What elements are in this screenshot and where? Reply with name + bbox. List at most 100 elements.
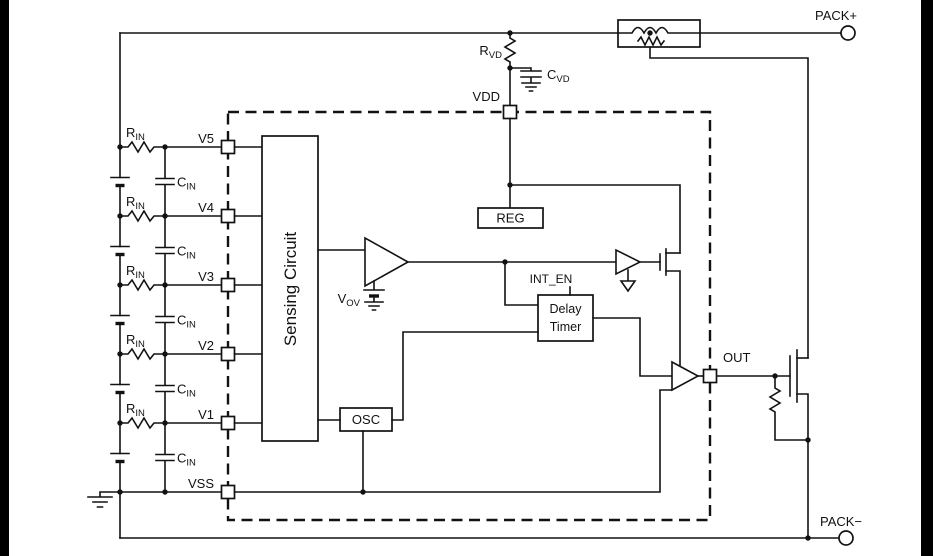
junction-dot xyxy=(647,30,653,36)
rin-resistor xyxy=(119,347,223,361)
battery-cell xyxy=(110,245,130,257)
fet-source-wire xyxy=(665,270,681,367)
pin-label-v4: V4 xyxy=(198,200,214,215)
pack-plus-label: PACK+ xyxy=(815,8,857,23)
ground-symbol xyxy=(87,491,121,508)
right-edge-bar xyxy=(921,0,933,556)
junction-dot xyxy=(507,65,513,71)
fuse-element xyxy=(617,26,701,35)
pack-minus-terminal-circle xyxy=(838,530,854,546)
delay-timer-box xyxy=(537,294,594,342)
vov-label: VOV xyxy=(338,291,361,309)
junction-dot xyxy=(772,373,778,379)
thermal-fuse xyxy=(617,19,701,48)
vss-bus-wire xyxy=(233,389,673,493)
cin-capacitor xyxy=(155,146,175,217)
rin-resistor xyxy=(119,209,223,223)
cin-label: CIN xyxy=(177,451,196,469)
rin-resistor xyxy=(119,140,223,154)
junction-dot xyxy=(117,282,123,288)
battery-cell xyxy=(110,452,130,464)
fuse-heater xyxy=(636,35,666,47)
vov-source-symbol xyxy=(363,280,385,311)
rin-label: RIN xyxy=(126,332,145,350)
int-en-label: INT_EN xyxy=(530,272,573,286)
input-resistors: RIN RIN RIN RIN RIN xyxy=(119,125,223,493)
ic-pins: V5 V4 V3 V2 V1 VSS xyxy=(188,131,263,500)
rvd-label: RVD xyxy=(479,43,502,61)
junction-dot xyxy=(117,351,123,357)
rin-label: RIN xyxy=(126,125,145,143)
junction-dot xyxy=(117,420,123,426)
junction-dot xyxy=(162,282,168,288)
external-fet xyxy=(789,349,809,539)
cin-capacitor xyxy=(155,284,175,355)
battery-cell xyxy=(110,314,130,326)
junction-dot xyxy=(805,437,811,443)
rvd-resistor xyxy=(503,32,517,69)
junction-dot xyxy=(162,144,168,150)
junction-dot xyxy=(117,213,123,219)
junction-dot xyxy=(117,489,123,495)
cin-label: CIN xyxy=(177,313,196,331)
osc-block: OSC xyxy=(317,331,539,493)
junction-dot xyxy=(162,489,168,495)
pin-pad-v1 xyxy=(220,415,236,431)
cin-capacitor xyxy=(155,353,175,424)
vov-reference: VOV xyxy=(338,280,385,311)
internal-fet xyxy=(659,248,681,367)
delay-timer-label-line2: Timer xyxy=(550,320,581,334)
pack-plus-terminal: PACK+ xyxy=(815,8,857,41)
rin-label: RIN xyxy=(126,194,145,212)
junction-dot xyxy=(502,259,508,265)
junction-dot xyxy=(162,420,168,426)
sensing-circuit-box xyxy=(261,135,319,442)
fuse-heater-to-fet-wire xyxy=(649,32,809,359)
junction-dot xyxy=(360,489,366,495)
gate-pulldown-resistor xyxy=(768,375,809,441)
cin-capacitor xyxy=(155,422,175,493)
pack-minus-label: PACK− xyxy=(820,514,862,529)
pin-pad-v3 xyxy=(220,277,236,293)
delay-output-wire xyxy=(592,317,673,377)
junction-dot xyxy=(117,144,123,150)
output-driver: OUT xyxy=(671,350,791,392)
junction-dot xyxy=(805,535,811,541)
junction-dots xyxy=(117,30,811,541)
comparator-to-delay-wire xyxy=(504,261,539,306)
comparator-symbol xyxy=(364,236,410,288)
cvd-label: CVD xyxy=(547,67,570,85)
ground-arrow xyxy=(619,280,637,293)
pin-stub-wires xyxy=(233,146,263,424)
pack-minus-terminal: PACK− xyxy=(820,514,862,546)
ic-boundary xyxy=(226,110,712,522)
delay-timer-block: Delay Timer INT_EN xyxy=(530,272,673,377)
osc-label: OSC xyxy=(352,412,380,427)
sensing-circuit-block: Sensing Circuit xyxy=(261,135,319,442)
cin-capacitor xyxy=(155,215,175,286)
reg-label: REG xyxy=(496,211,524,226)
cin-label: CIN xyxy=(177,244,196,262)
cin-label: CIN xyxy=(177,382,196,400)
vdd-branch-wire xyxy=(509,184,681,254)
rin-resistor xyxy=(119,416,223,430)
reg-block: REG xyxy=(477,207,544,229)
osc-to-delay-wire xyxy=(391,331,539,421)
pin-pad-v5 xyxy=(220,139,236,155)
rin-resistor xyxy=(119,278,223,292)
earth-ground xyxy=(87,491,121,508)
pin-label-v3: V3 xyxy=(198,269,214,284)
input-capacitors: CIN CIN CIN CIN CIN xyxy=(155,146,196,493)
rin-label: RIN xyxy=(126,401,145,419)
ov-comparator xyxy=(317,236,617,306)
output-buffer-symbol xyxy=(671,360,700,392)
junction-dot xyxy=(507,30,513,36)
vdd-supply-network: RVD CVD VDD xyxy=(473,32,681,254)
vdd-label: VDD xyxy=(473,89,500,104)
junction-dot xyxy=(507,182,513,188)
pin-label-v1: V1 xyxy=(198,407,214,422)
level-shifter xyxy=(615,248,661,293)
reg-box xyxy=(477,207,544,229)
